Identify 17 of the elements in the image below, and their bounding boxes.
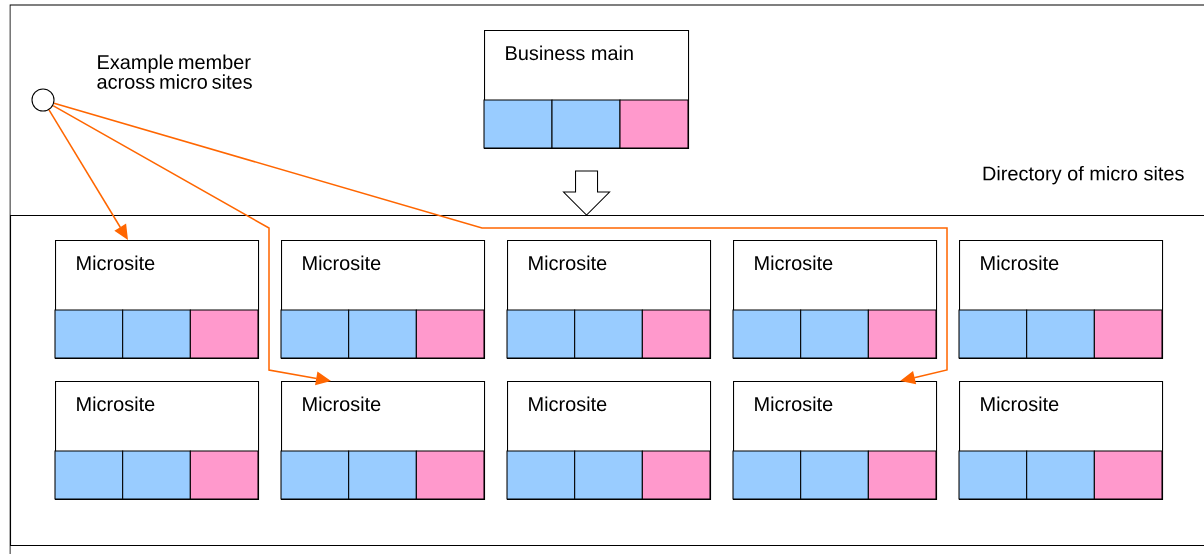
site-card: Microsite [280,240,486,360]
site-card: Microsite [958,381,1164,501]
arrow [48,109,128,240]
site-card: Microsite [732,240,938,360]
site-card: Microsite [280,381,486,501]
site-card: Microsite [506,240,712,360]
block-arrow [562,170,611,216]
site-card: Microsite [958,240,1164,360]
node-label: Directory of micro sites [983,165,1184,185]
member-circle [31,88,55,112]
site-card: Microsite [54,240,260,360]
member-caption: Example member across micro sites [97,54,252,89]
site-card: Microsite [54,381,260,501]
site-card: Business main [483,30,690,150]
arrow [53,102,948,385]
site-card: Microsite [732,381,938,501]
site-card: Microsite [506,381,712,501]
